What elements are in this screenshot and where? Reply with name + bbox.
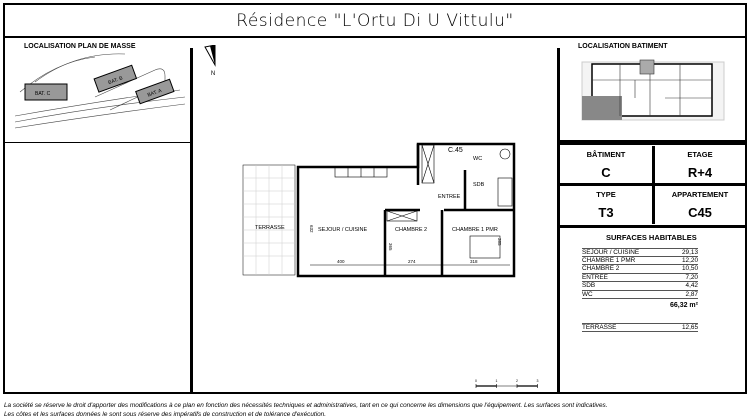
building-location-map [581,59,725,121]
room-entree: ENTREE [438,194,461,200]
svg-text:3: 3 [537,379,539,383]
dim-365: 365 [388,243,393,251]
disclaimer-line-1: La société se réserve le droit d'apporte… [4,402,608,409]
building-location-header: LOCALISATION BATIMENT [578,43,668,50]
svg-text:1: 1 [496,379,498,383]
room-wc: WC [473,156,482,162]
divider [560,140,745,142]
divider [5,142,190,143]
building-a-label: BAT. A [147,88,163,99]
room-sdb: SDB [473,182,485,188]
divider [190,48,193,393]
room-chambre2: CHAMBRE 2 [395,227,427,233]
room-terrasse: TERRASSE [255,225,285,231]
disclaimer-line-2: Les côtes et les surfaces données le son… [4,411,326,418]
svg-text:0: 0 [475,379,477,383]
site-plan-header: LOCALISATION PLAN DE MASSE [24,43,136,50]
dim-400: 400 [337,259,345,264]
dim-385: 385 [497,238,502,246]
north-arrow-icon: N [204,45,216,77]
scale-bar: 0 1 2 3 [475,379,539,388]
floor-plan: C.45 TERRASSE SEJOUR / CUISINE CHAMBRE 2… [242,142,516,278]
surface-total: 66,32 m² [669,302,698,309]
room-chambre1: CHAMBRE 1 PMR [452,227,498,233]
room-sejour: SEJOUR / CUISINE [318,227,368,233]
unit-label: C.45 [448,147,463,154]
site-plan-map: BAT. C BAT. B BAT. A [15,53,185,129]
page-title: Résidence "L'Ortu Di U Vittulu" [5,5,745,38]
north-label: N [211,71,215,77]
dim-274: 274 [408,259,416,264]
building-c-label: BAT. C [35,91,51,97]
divider [557,48,560,393]
svg-text:2: 2 [516,379,518,383]
dim-632: 632 [309,225,314,233]
dim-318: 318 [470,259,478,264]
plan-sheet: Résidence "L'Ortu Di U Vittulu" [3,3,747,394]
building-b-label: BAT. B [107,75,124,86]
surfaces-header: SURFACES HABITABLES [606,233,697,242]
